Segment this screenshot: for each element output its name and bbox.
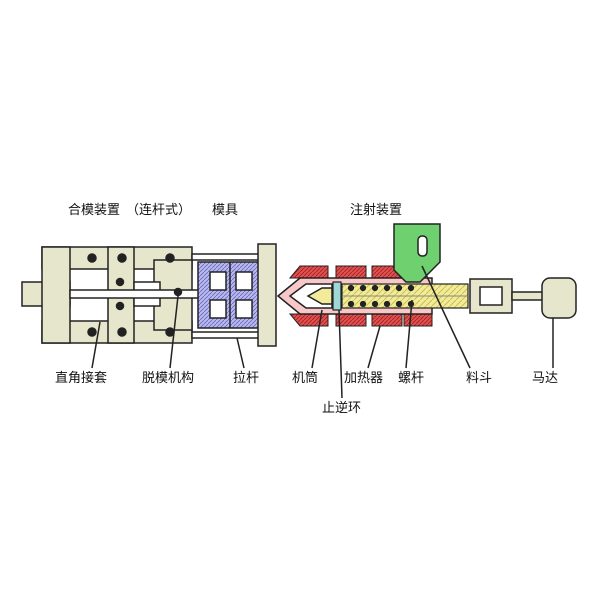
toggle-sleeve-label: 直角接套 (55, 370, 107, 386)
screw (341, 283, 469, 309)
motor-label: 马达 (532, 371, 558, 386)
check-ring (332, 281, 342, 311)
heater-bands (288, 265, 433, 327)
hopper (393, 223, 441, 283)
leader-lines (91, 265, 554, 399)
injection-unit-label: 注射装置 (350, 202, 402, 218)
injection-drive (469, 278, 545, 314)
clamping-type-label: （连杆式） (126, 202, 191, 218)
clamping-unit-label: 合模装置 (68, 203, 120, 218)
barrel-label: 机筒 (292, 370, 318, 386)
fixed-platen (257, 243, 277, 347)
mold (197, 261, 263, 329)
clamping-unit (21, 246, 206, 344)
motor (541, 277, 577, 319)
tie-bar-label: 拉杆 (233, 371, 259, 386)
ejector-label: 脱模机构 (142, 371, 194, 386)
hopper-label: 料斗 (466, 371, 492, 386)
mold-label: 模具 (212, 203, 238, 218)
check-ring-label: 止逆环 (322, 400, 361, 416)
screw-label: 螺杆 (398, 371, 424, 386)
heater-label: 加热器 (344, 371, 383, 386)
